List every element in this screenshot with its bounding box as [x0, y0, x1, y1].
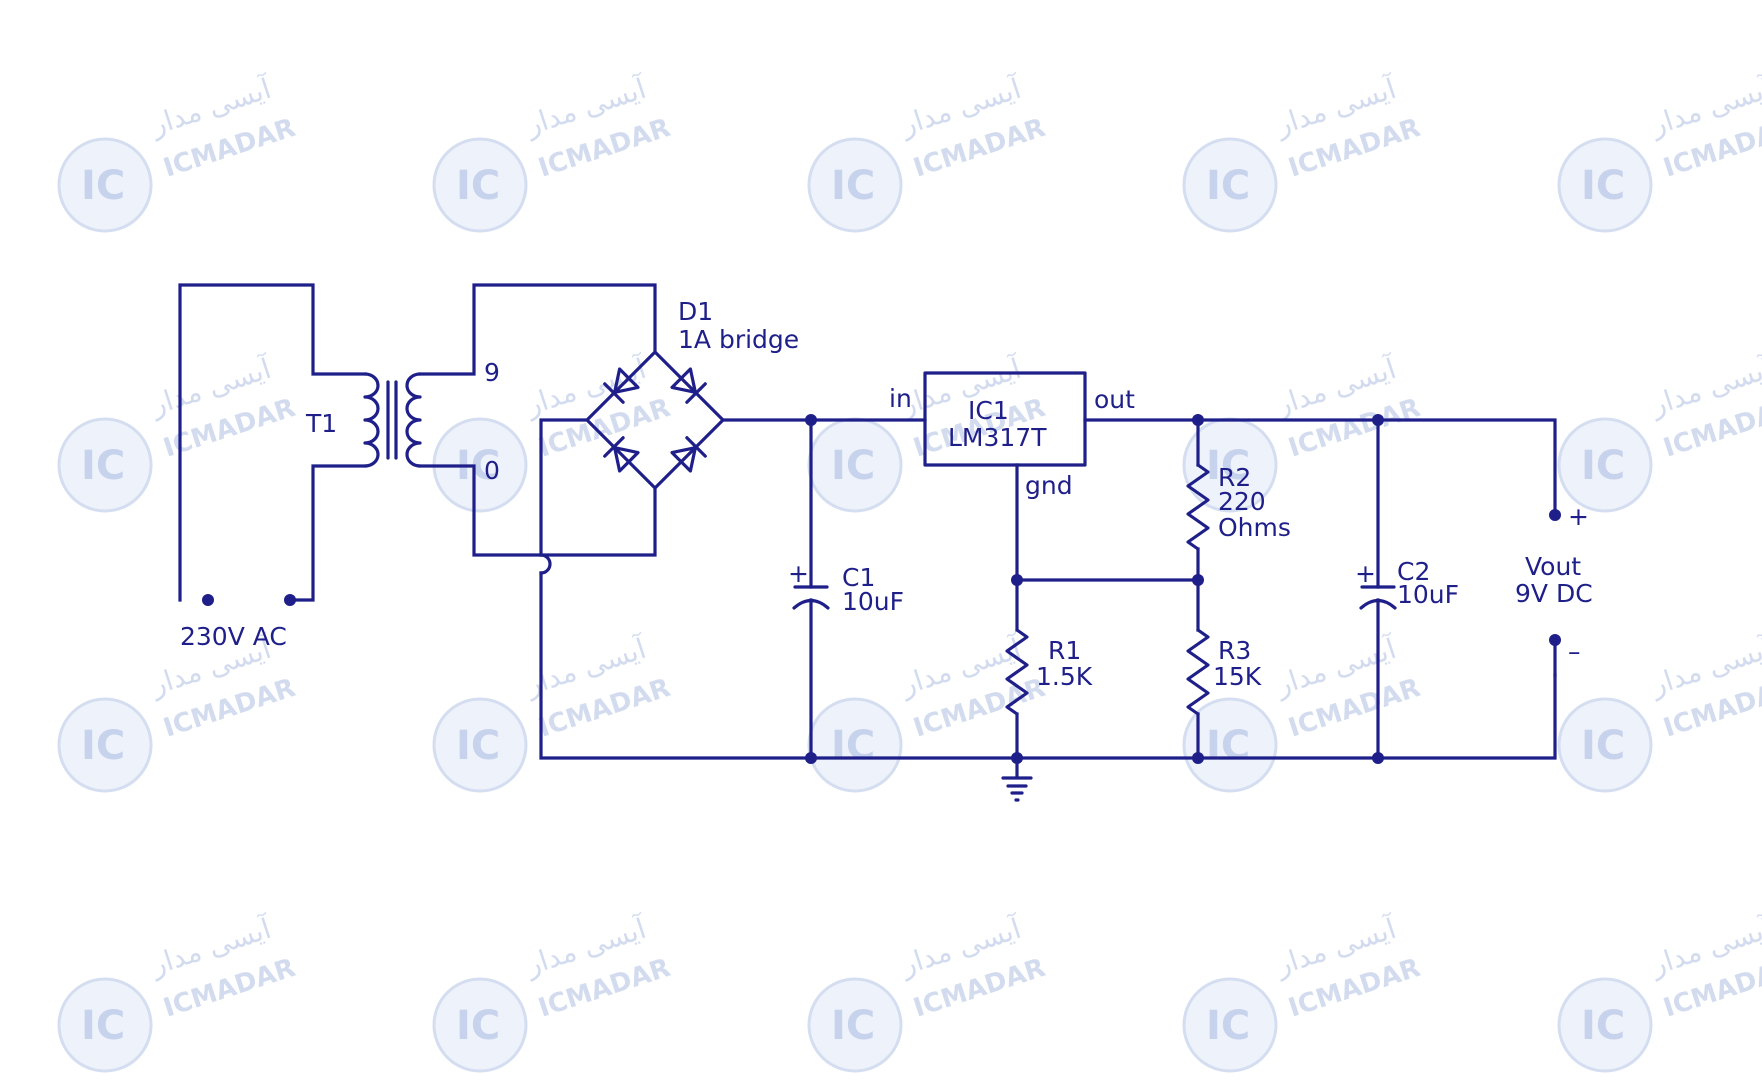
- tap-9-label: 9: [484, 358, 500, 387]
- output-minus-label: –: [1568, 637, 1581, 666]
- r2-ref-label: R2: [1218, 463, 1251, 492]
- r3-ref-label: R3: [1218, 636, 1251, 665]
- tap-0-label: 0: [484, 456, 500, 485]
- r2-unit-label: Ohms: [1218, 513, 1291, 542]
- r2-value-label: 220: [1218, 487, 1266, 516]
- r3-value-label: 15K: [1213, 662, 1262, 691]
- svg-text:IC: IC: [456, 1003, 500, 1049]
- svg-text:IC: IC: [1581, 163, 1625, 209]
- svg-text:IC: IC: [831, 1003, 875, 1049]
- svg-text:IC: IC: [1206, 163, 1250, 209]
- svg-text:IC: IC: [81, 443, 125, 489]
- svg-text:IC: IC: [831, 443, 875, 489]
- c1-ref-label: C1: [842, 563, 875, 592]
- svg-text:IC: IC: [1581, 443, 1625, 489]
- c1-polarity-mark: +: [788, 559, 809, 588]
- svg-text:IC: IC: [81, 723, 125, 769]
- input-terminal-right: [284, 594, 296, 606]
- svg-text:IC: IC: [81, 1003, 125, 1049]
- svg-text:IC: IC: [831, 723, 875, 769]
- t1-ref-label: T1: [305, 409, 337, 438]
- d1-ref-label: D1: [678, 297, 713, 326]
- ic1-part-label: LM317T: [948, 423, 1047, 452]
- c1-value-label: 10uF: [842, 587, 904, 616]
- svg-text:IC: IC: [1206, 1003, 1250, 1049]
- input-terminal-left: [202, 594, 214, 606]
- svg-text:IC: IC: [1206, 443, 1250, 489]
- capacitor-c2: [1359, 418, 1397, 764]
- c2-value-label: 10uF: [1397, 580, 1459, 609]
- capacitor-c1: [792, 418, 830, 764]
- svg-text:IC: IC: [456, 163, 500, 209]
- resistor-r1: [1005, 574, 1029, 764]
- secondary-wiring: [418, 283, 1557, 760]
- svg-text:IC: IC: [81, 163, 125, 209]
- c2-ref-label: C2: [1397, 557, 1430, 586]
- resistor-r2: [1186, 418, 1210, 632]
- svg-text:IC: IC: [1581, 723, 1625, 769]
- d1-value-label: 1A bridge: [678, 325, 799, 354]
- r1-value-label: 1.5K: [1036, 662, 1093, 691]
- c2-polarity-mark: +: [1355, 559, 1376, 588]
- bridge-rectifier-d1: [585, 350, 725, 490]
- vout-label: Vout: [1525, 552, 1581, 581]
- ground-symbol: [1001, 756, 1033, 802]
- ic1-pin-in-label: in: [889, 384, 912, 413]
- svg-text:IC: IC: [1581, 1003, 1625, 1049]
- svg-text:IC: IC: [1206, 723, 1250, 769]
- output-terminal-plus: [1549, 509, 1561, 521]
- vout-value-label: 9V DC: [1515, 579, 1593, 608]
- r1-ref-label: R1: [1048, 636, 1081, 665]
- transformer-t1: [363, 372, 422, 468]
- resistor-r3: [1186, 628, 1210, 764]
- ic1-pin-out-label: out: [1094, 385, 1135, 414]
- primary-wiring: [178, 283, 367, 606]
- svg-text:IC: IC: [456, 723, 500, 769]
- regulator-ic1: [923, 371, 1087, 582]
- input-voltage-label: 230V AC: [180, 622, 287, 651]
- ic1-pin-gnd-label: gnd: [1025, 471, 1073, 500]
- main-rail: [721, 414, 1561, 677]
- svg-text:IC: IC: [831, 163, 875, 209]
- output-plus-label: +: [1568, 502, 1589, 531]
- ic1-ref-label: IC1: [968, 396, 1009, 425]
